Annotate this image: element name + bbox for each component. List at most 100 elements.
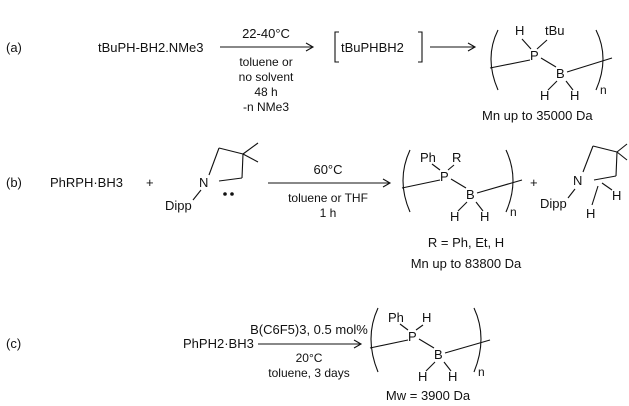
polymer-b-h: H <box>450 209 459 224</box>
row-b-arrowhead <box>382 178 392 188</box>
row-a-conditions-line: 48 h <box>254 85 277 99</box>
bond <box>443 361 452 372</box>
row-b-reactant: PhRPH·BH3 <box>50 175 123 190</box>
bond <box>566 57 613 73</box>
repeat-n: n <box>600 83 607 97</box>
row-a-conditions-line: no solvent <box>239 70 294 84</box>
row-c-conditions-line: toluene, 3 days <box>268 366 349 380</box>
bond <box>592 145 618 153</box>
polymer-p-ph: Ph <box>420 150 436 165</box>
bond <box>242 153 259 163</box>
row-c-label: (c) <box>6 336 21 351</box>
paren-right <box>595 29 604 91</box>
row-a-bracket-left <box>334 31 339 63</box>
bond <box>582 145 594 173</box>
bond <box>615 151 618 177</box>
bond <box>242 142 259 155</box>
polymer-p-atom: P <box>440 169 449 184</box>
polymer-b-h: H <box>448 369 457 384</box>
row-a-conditions-line: toluene or <box>239 55 292 69</box>
row-a-conditions-above: 22-40°C <box>242 26 290 41</box>
bond <box>218 147 244 155</box>
bond <box>601 182 613 191</box>
row-b: (b) PhRPH·BH3 + N Dipp 60°C toluene or T… <box>6 142 628 271</box>
polymer-b-h: H <box>540 88 549 103</box>
bond <box>401 179 441 189</box>
polymer-b-atom: B <box>466 187 475 202</box>
bond <box>457 201 468 212</box>
row-c-conditions-line: 20°C <box>296 351 323 365</box>
product-h: H <box>612 188 621 203</box>
bond <box>489 59 531 69</box>
bond <box>536 39 548 50</box>
product-n: N <box>573 173 582 188</box>
bond <box>593 175 617 181</box>
row-a-conditions-line: -n NMe3 <box>243 100 289 114</box>
row-b-carbene: N Dipp <box>165 142 259 213</box>
bond <box>616 143 628 153</box>
polymer-b-atom: B <box>434 347 443 362</box>
row-b-product-2: N Dipp H H <box>540 143 628 221</box>
repeat-n: n <box>478 365 485 379</box>
polymer-b-h: H <box>480 209 489 224</box>
bond <box>450 178 467 189</box>
row-b-plus: + <box>146 175 154 190</box>
row-a-mass: Mn up to 35000 Da <box>482 108 593 123</box>
bond <box>399 323 409 331</box>
row-c-arrowhead <box>353 339 363 349</box>
bond <box>476 179 523 194</box>
bond <box>418 338 435 349</box>
row-a-arrowhead-2 <box>467 42 477 52</box>
bond <box>431 163 441 171</box>
bond <box>447 164 455 171</box>
bond <box>547 80 558 91</box>
row-b-conditions-line: toluene or THF <box>288 191 368 205</box>
row-c-polymer: Ph H P B H H n <box>369 307 491 384</box>
bond <box>567 188 576 199</box>
row-a-arrowhead <box>305 42 315 52</box>
bond <box>540 57 557 68</box>
row-c: (c) PhPH2·BH3 B(C6F5)3, 0.5 mol% 20°C to… <box>6 307 491 403</box>
bond <box>425 361 436 372</box>
bond <box>444 339 491 354</box>
product-h: H <box>586 206 595 221</box>
polymer-p-r: R <box>452 150 461 165</box>
bond <box>415 324 424 331</box>
row-a-reactant: tBuPH-BH2.NMe3 <box>98 40 203 55</box>
row-b-polymer: Ph R P B H H n <box>401 149 523 224</box>
repeat-n: n <box>510 205 517 219</box>
bond <box>218 177 243 182</box>
polymer-b-atom: B <box>556 66 565 81</box>
carbene-dipp: Dipp <box>165 198 192 213</box>
polymer-p-substituent: tBu <box>545 23 565 38</box>
bond <box>616 151 628 161</box>
row-b-conditions-above: 60°C <box>313 162 342 177</box>
polymer-b-h: H <box>418 369 427 384</box>
row-c-catalyst: B(C6F5)3, 0.5 mol% <box>250 322 368 337</box>
carbene-n: N <box>199 175 208 190</box>
row-a-label: (a) <box>6 40 22 55</box>
lone-pair-dot <box>223 192 227 196</box>
row-a: (a) tBuPH-BH2.NMe3 22-40°C toluene or no… <box>6 23 613 123</box>
row-b-mass: Mn up to 83800 Da <box>411 256 522 271</box>
polymer-p-atom: P <box>408 329 417 344</box>
paren-left <box>490 29 499 91</box>
paren-left <box>370 307 379 373</box>
bond <box>591 185 599 206</box>
polymer-b-h: H <box>570 88 579 103</box>
bond <box>208 147 220 176</box>
product-dipp: Dipp <box>540 196 567 211</box>
row-c-reactant: PhPH2·BH3 <box>183 336 254 351</box>
row-b-plus-2: + <box>530 175 538 190</box>
row-b-r-groups: R = Ph, Et, H <box>428 235 504 250</box>
bond <box>192 189 202 201</box>
bond <box>241 153 244 179</box>
row-a-bracket-right <box>418 31 423 63</box>
bond <box>475 201 484 212</box>
row-a-polymer: H tBu P B H H n <box>489 23 613 103</box>
bond <box>521 38 532 50</box>
polymer-p-ph: Ph <box>388 310 404 325</box>
polymer-p-h: H <box>422 310 431 325</box>
lone-pair-dot <box>230 192 234 196</box>
